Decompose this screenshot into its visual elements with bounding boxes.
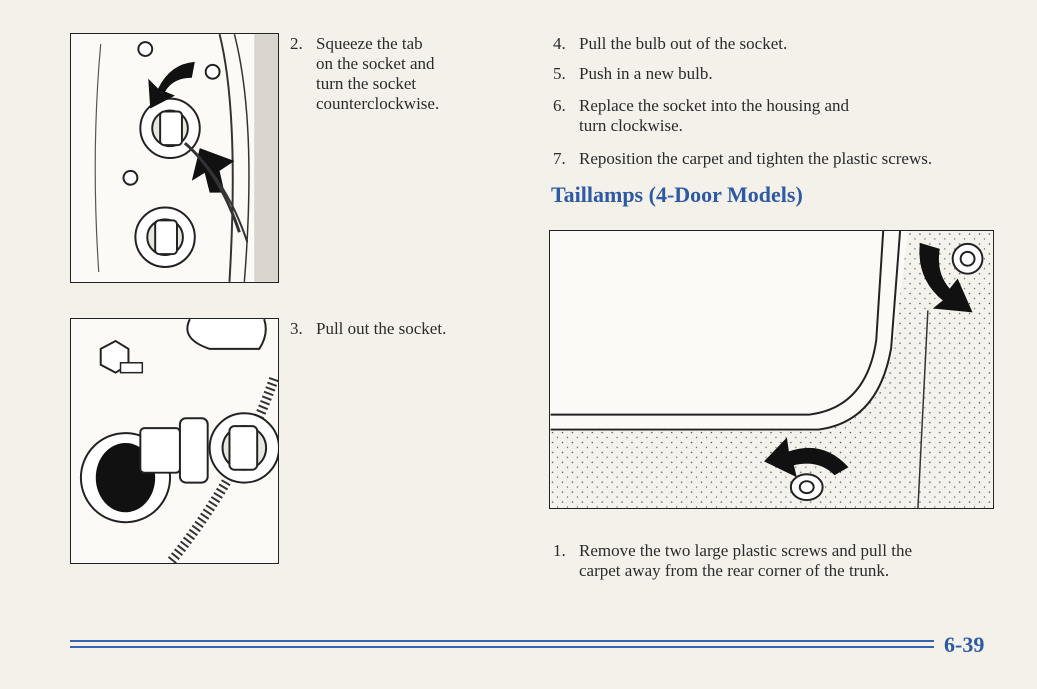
step-line: counterclockwise. xyxy=(316,94,440,113)
step-3: 3. Pull out the socket. xyxy=(290,319,446,339)
step-number: 6. xyxy=(553,96,566,115)
step-line: Remove the two large plastic screws and … xyxy=(579,541,912,560)
step-number: 1. xyxy=(553,541,566,560)
trunk-corner-screws-illustration xyxy=(549,230,994,509)
step-4: 4. Pull the bulb out of the socket. xyxy=(553,34,787,54)
step-text: Remove the two large plastic screws and … xyxy=(579,541,912,581)
step-text: Push in a new bulb. xyxy=(579,64,713,83)
step-line: carpet away from the rear corner of the … xyxy=(579,561,890,580)
trunk-corner-drawing xyxy=(550,231,993,508)
step-6: 6. Replace the socket into the housing a… xyxy=(553,96,849,136)
step-number: 2. xyxy=(290,34,303,53)
step-number: 3. xyxy=(290,319,303,338)
step-text: Squeeze the tab on the socket and turn t… xyxy=(316,34,439,114)
step-number: 7. xyxy=(553,149,566,168)
step-1: 1. Remove the two large plastic screws a… xyxy=(553,541,912,581)
socket-squeeze-illustration xyxy=(70,33,279,283)
section-heading: Taillamps (4-Door Models) xyxy=(551,182,803,207)
step-line: Squeeze the tab xyxy=(316,34,423,53)
step-2: 2. Squeeze the tab on the socket and tur… xyxy=(290,34,439,114)
footer-rule-top xyxy=(70,640,934,642)
step-text: Replace the socket into the housing and … xyxy=(579,96,849,136)
step-number: 4. xyxy=(553,34,566,53)
step-7: 7. Reposition the carpet and tighten the… xyxy=(553,149,932,169)
socket-pull-illustration xyxy=(70,318,279,564)
step-line: turn the socket xyxy=(316,74,417,93)
step-text: Pull out the socket. xyxy=(316,319,447,338)
step-line: on the socket and xyxy=(316,54,435,73)
socket-squeeze-drawing xyxy=(71,34,278,282)
step-number: 5. xyxy=(553,64,566,83)
socket-pull-drawing xyxy=(71,319,278,563)
step-text: Pull the bulb out of the socket. xyxy=(579,34,788,53)
page-number: 6-39 xyxy=(944,632,985,657)
step-line: Replace the socket into the housing and xyxy=(579,96,850,115)
step-line: turn clockwise. xyxy=(579,116,683,135)
step-5: 5. Push in a new bulb. xyxy=(553,64,713,84)
step-text: Reposition the carpet and tighten the pl… xyxy=(579,149,933,168)
footer-rule-bottom xyxy=(70,646,934,648)
